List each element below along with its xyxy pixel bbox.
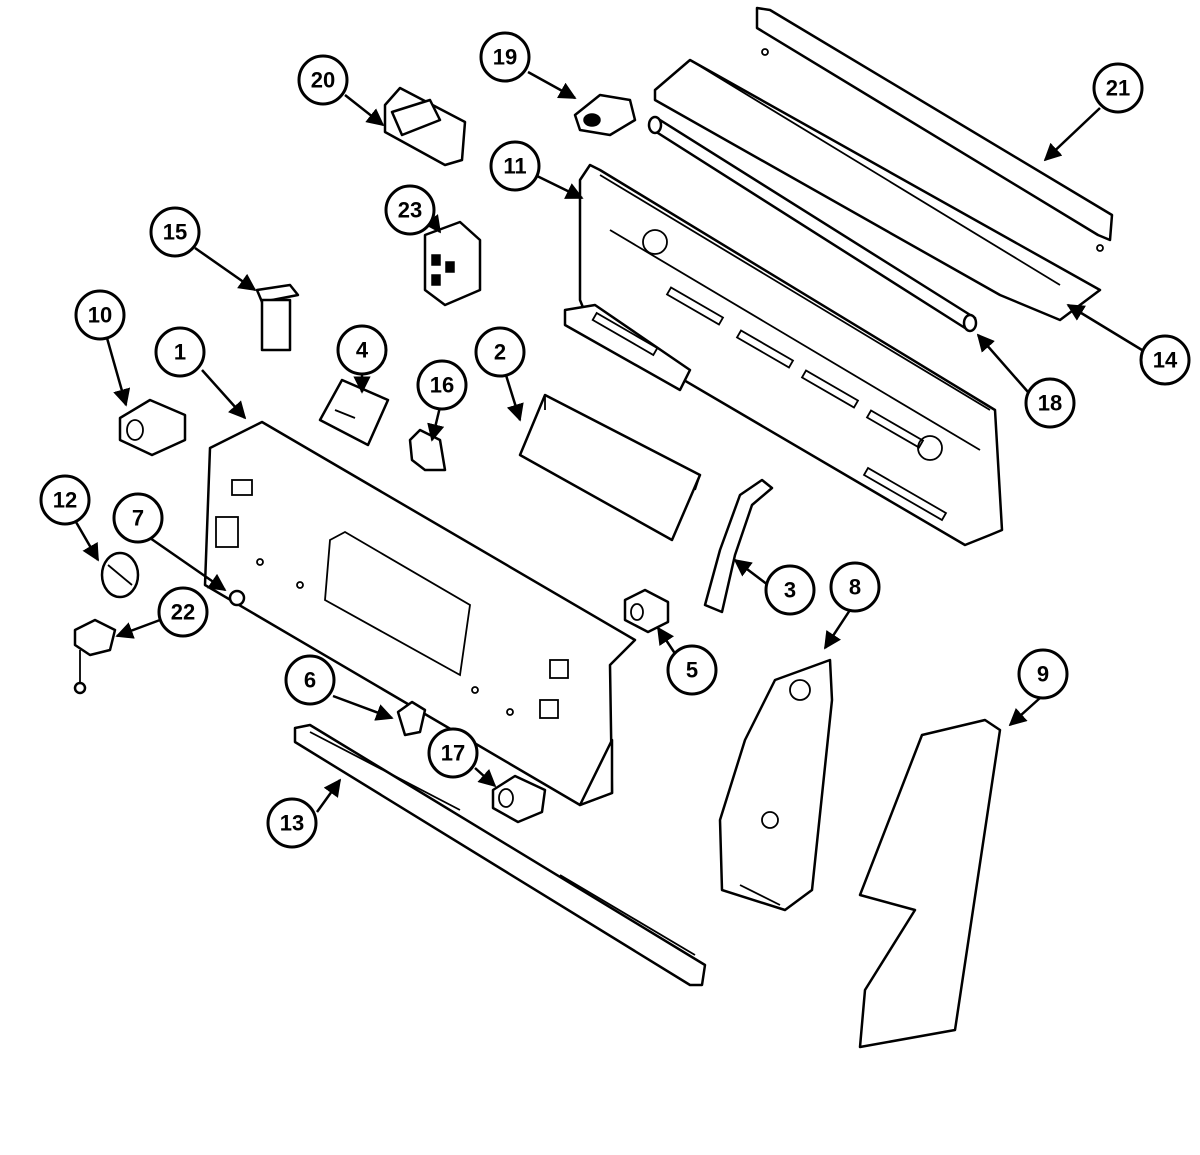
part-11-back-panel — [563, 163, 1004, 547]
callout-17: 17 — [427, 727, 479, 779]
svg-text:7: 7 — [132, 506, 144, 531]
callout-9: 9 — [1017, 648, 1069, 700]
callout-10: 10 — [74, 289, 126, 341]
leader-lines — [74, 70, 1143, 813]
callout-12: 12 — [39, 474, 91, 526]
callout-7: 7 — [112, 492, 164, 544]
part-1-control-panel — [203, 420, 637, 807]
callout-16: 16 — [416, 359, 468, 411]
part-14-shroud — [653, 58, 1102, 322]
callout-4: 4 — [336, 324, 388, 376]
part-18-light-tube — [647, 115, 978, 333]
callout-11: 11 — [489, 140, 541, 192]
part-17-switch — [491, 774, 547, 824]
svg-text:10: 10 — [88, 303, 112, 328]
callout-3: 3 — [764, 564, 816, 616]
svg-text:6: 6 — [304, 668, 316, 693]
callout-20: 20 — [297, 54, 349, 106]
part-6-switch — [396, 700, 427, 737]
svg-text:4: 4 — [356, 338, 369, 363]
callout-14: 14 — [1139, 334, 1191, 386]
callout-23: 23 — [384, 184, 436, 236]
part-21-trim-strip — [755, 6, 1114, 252]
part-15-indicator — [255, 283, 300, 352]
part-8-side-bracket — [718, 658, 834, 912]
callout-5: 5 — [666, 644, 718, 696]
svg-text:20: 20 — [311, 68, 335, 93]
callout-1: 1 — [154, 326, 206, 378]
callout-13: 13 — [266, 797, 318, 849]
svg-text:22: 22 — [171, 600, 195, 625]
svg-text:15: 15 — [163, 220, 187, 245]
svg-text:14: 14 — [1153, 348, 1178, 373]
svg-text:5: 5 — [686, 658, 698, 683]
part-4-module — [318, 378, 390, 447]
part-5-switch — [623, 588, 670, 634]
svg-text:17: 17 — [441, 741, 465, 766]
part-13-trim — [293, 723, 707, 987]
callout-15: 15 — [149, 206, 201, 258]
part-22-socket — [73, 618, 117, 695]
svg-text:21: 21 — [1106, 76, 1130, 101]
part-16-clip — [408, 428, 447, 472]
svg-text:1: 1 — [174, 340, 186, 365]
part-23-relay — [423, 220, 482, 307]
svg-text:13: 13 — [280, 811, 304, 836]
svg-text:12: 12 — [53, 488, 77, 513]
svg-text:2: 2 — [494, 340, 506, 365]
callout-22: 22 — [157, 586, 209, 638]
svg-text:19: 19 — [493, 45, 517, 70]
svg-text:16: 16 — [430, 373, 454, 398]
svg-text:9: 9 — [1037, 662, 1049, 687]
svg-text:23: 23 — [398, 198, 422, 223]
part-12-knob — [100, 551, 140, 599]
callout-19: 19 — [479, 31, 531, 83]
svg-text:3: 3 — [784, 578, 796, 603]
part-19-bracket — [573, 93, 637, 137]
part-10-switch — [118, 398, 187, 457]
svg-text:18: 18 — [1038, 391, 1062, 416]
svg-text:11: 11 — [503, 154, 526, 179]
part-9-end-panel — [858, 718, 1002, 1049]
callout-8: 8 — [829, 561, 881, 613]
callout-2: 2 — [474, 326, 526, 378]
part-2-control-board — [518, 393, 702, 542]
svg-text:8: 8 — [849, 575, 861, 600]
callout-6: 6 — [284, 654, 336, 706]
part-7-plug — [228, 589, 246, 607]
callout-21: 21 — [1092, 62, 1144, 114]
part-20-transformer — [383, 86, 467, 167]
part-3-bracket — [703, 478, 774, 614]
callout-18: 18 — [1024, 377, 1076, 429]
